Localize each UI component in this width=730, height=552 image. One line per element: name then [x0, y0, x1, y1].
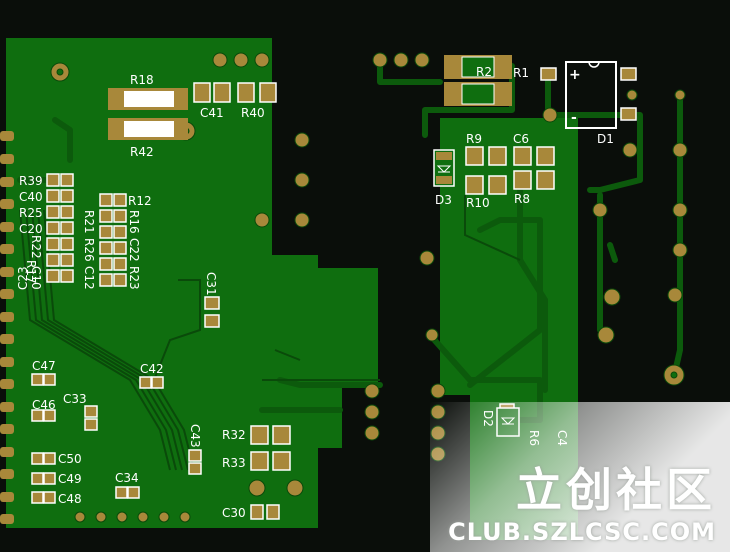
polarity-plus: + — [569, 67, 581, 83]
label-C31: C31 — [204, 272, 218, 296]
label-D3: D3 — [435, 193, 452, 207]
label-R25: R25 — [19, 206, 43, 220]
label-C42: C42 — [140, 362, 164, 376]
label-R21: R21 — [82, 210, 96, 234]
watermark-url: CLUB.SZLCSC.COM — [448, 518, 716, 546]
label-R23: R23 — [127, 266, 141, 290]
label-C12: C12 — [82, 266, 96, 290]
label-C33: C33 — [63, 392, 87, 406]
label-R10: R10 — [466, 196, 490, 210]
silkscreen-labels: R18 R42 C41 R40 R2 R1 D1 + - R9 C6 D3 R1… — [16, 65, 614, 520]
label-D2: D2 — [481, 410, 495, 427]
label-C6: C6 — [513, 132, 529, 146]
label-C47: C47 — [32, 359, 56, 373]
label-C20: C20 — [19, 222, 43, 236]
label-R39: R39 — [19, 174, 43, 188]
label-R22: R22 — [29, 235, 43, 259]
label-R1: R1 — [513, 66, 529, 80]
label-C23: C23 — [16, 266, 30, 290]
label-R40: R40 — [241, 106, 265, 120]
label-R17: R17 — [24, 260, 38, 284]
label-C30: C30 — [222, 506, 246, 520]
watermark: 立创社区 CLUB.SZLCSC.COM — [448, 462, 716, 546]
label-C43: C43 — [188, 424, 202, 448]
copper-pour-left — [6, 38, 378, 528]
label-C34: C34 — [115, 471, 139, 485]
label-R12: R12 — [128, 194, 152, 208]
label-R6: R6 — [527, 430, 541, 446]
polarity-minus: - — [571, 110, 577, 126]
label-R8: R8 — [514, 192, 530, 206]
label-R26: R26 — [82, 238, 96, 262]
label-C41: C41 — [200, 106, 224, 120]
label-D1: D1 — [597, 132, 614, 146]
label-R2: R2 — [476, 65, 492, 79]
label-C40: C40 — [19, 190, 43, 204]
label-R33: R33 — [222, 456, 246, 470]
watermark-chinese: 立创社区 — [516, 463, 716, 517]
label-R9: R9 — [466, 132, 482, 146]
label-R16: R16 — [127, 210, 141, 234]
label-C48: C48 — [58, 492, 82, 506]
label-C46: C46 — [32, 398, 56, 412]
label-R32: R32 — [222, 428, 246, 442]
label-C49: C49 — [58, 472, 82, 486]
label-C22: C22 — [127, 238, 141, 262]
label-R18: R18 — [130, 73, 154, 87]
edge-connector-pads — [0, 131, 14, 524]
label-C10: C10 — [29, 266, 43, 290]
label-C4: C4 — [555, 430, 569, 446]
label-R42: R42 — [130, 145, 154, 159]
label-C50: C50 — [58, 452, 82, 466]
